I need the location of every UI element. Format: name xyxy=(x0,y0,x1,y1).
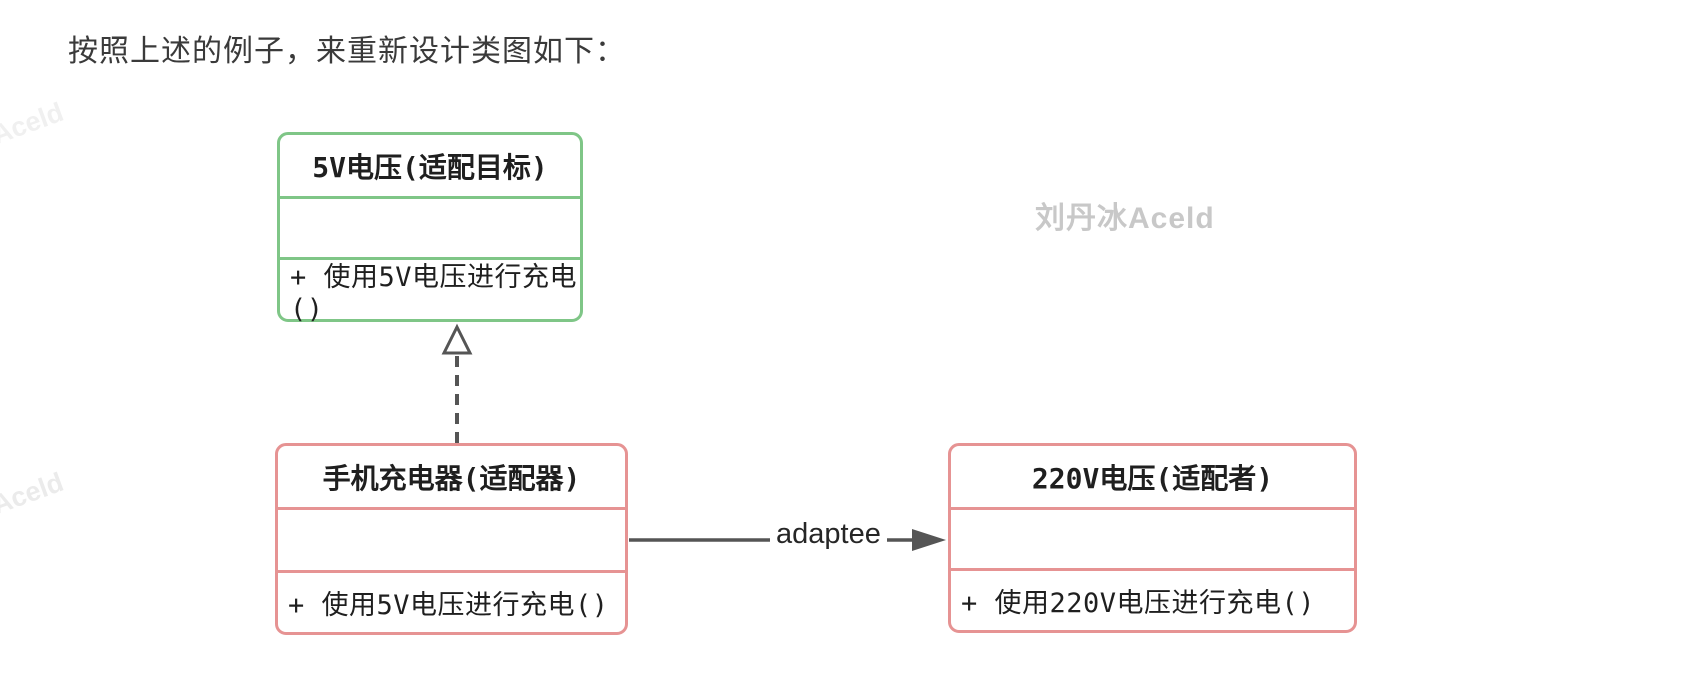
class-attributes-target xyxy=(280,196,580,260)
uml-class-adapter: 手机充电器(适配器) + 使用5V电压进行充电() xyxy=(275,443,628,635)
class-name-adaptee: 220V电压(适配者) xyxy=(1031,461,1274,495)
class-method-adaptee: + 使用220V电压进行充电() xyxy=(961,588,1316,619)
class-attributes-adaptee xyxy=(951,507,1354,571)
association-label: adaptee xyxy=(770,518,887,551)
uml-class-adaptee: 220V电压(适配者) + 使用220V电压进行充电() xyxy=(948,443,1357,633)
watermark-author: 刘丹冰Aceld xyxy=(1035,202,1215,235)
class-method-adapter: + 使用5V电压进行充电() xyxy=(288,590,609,621)
realization-arrow xyxy=(441,323,473,443)
class-name-adapter: 手机充电器(适配器) xyxy=(322,461,581,495)
uml-class-target: 5V电压(适配目标) + 使用5V电压进行充电() xyxy=(277,132,583,325)
watermark-corner-middle: Aceld xyxy=(0,466,68,521)
page-title: 按照上述的例子，来重新设计类图如下： xyxy=(68,35,626,68)
class-method-target: + 使用5V电压进行充电() xyxy=(290,261,578,325)
watermark-corner-top: Aceld xyxy=(0,96,68,151)
class-name-target: 5V电压(适配目标) xyxy=(312,150,548,184)
class-attributes-adapter xyxy=(278,507,625,573)
